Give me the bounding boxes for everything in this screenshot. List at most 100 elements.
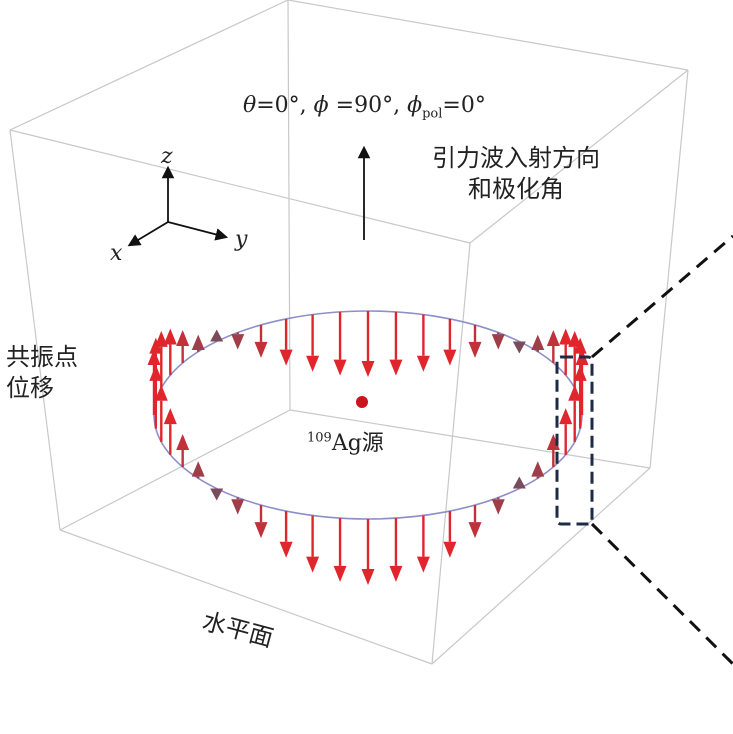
- arrow-head: [468, 522, 482, 539]
- arrow-head: [361, 569, 375, 585]
- arrow-head: [154, 384, 168, 401]
- displacement-arrow: [231, 497, 245, 515]
- arrow-head: [176, 330, 190, 346]
- arrow-head: [568, 384, 582, 401]
- displacement-arrow: [191, 334, 205, 352]
- displacement-arrow: [306, 314, 320, 372]
- arrow-head: [443, 349, 457, 366]
- arrow-head: [546, 434, 560, 450]
- displacement-arrow: [306, 515, 320, 573]
- arrow-head: [468, 341, 482, 358]
- arrow-head: [176, 434, 190, 450]
- displacement-arrow: [361, 519, 375, 585]
- theta-value: =0°,: [256, 93, 314, 118]
- wave-direction-label: 引力波入射方向 和极化角: [432, 143, 600, 205]
- y-axis-line: [167, 221, 229, 241]
- x-axis-line: [127, 221, 169, 247]
- x-axis-label: x: [110, 241, 123, 266]
- cube-edge: [9, 129, 61, 531]
- wave-direction-line-1: 引力波入射方向: [432, 144, 600, 172]
- arrow-head: [306, 556, 320, 573]
- arrow-head: [559, 408, 573, 425]
- displacement-arrow: [531, 461, 545, 479]
- displacement-arrow: [443, 511, 457, 558]
- arrow-head: [210, 329, 224, 342]
- cube-wireframe: [9, 0, 689, 665]
- arrow-head: [389, 359, 403, 376]
- displacement-arrow: [389, 518, 403, 582]
- displacement-arrow: [531, 334, 545, 352]
- arrow-head: [333, 565, 347, 582]
- displacement-arrow: [333, 518, 347, 582]
- displacement-line-2: 位移: [6, 374, 54, 402]
- arrow-head: [491, 499, 505, 515]
- z-axis-label: z: [160, 144, 173, 169]
- y-axis-label: y: [234, 227, 248, 252]
- leader-line-top: [591, 234, 733, 359]
- displacement-arrow: [568, 330, 582, 389]
- displacement-arrow: [573, 337, 587, 402]
- arrow-head: [416, 556, 430, 573]
- phi-value: =90°,: [328, 93, 408, 118]
- pol-subscript: pol: [422, 106, 443, 122]
- arrow-head: [568, 330, 582, 347]
- arrow-head: [491, 334, 505, 350]
- displacement-line-1: 共振点: [6, 343, 78, 371]
- polarization-formula: θ=0°, ϕ =90°, ϕpol=0°: [243, 93, 486, 121]
- cube-edge: [469, 69, 689, 244]
- arrow-head: [333, 359, 347, 376]
- displacement-arrow: [176, 330, 190, 363]
- phi-symbol: ϕ: [313, 93, 329, 118]
- highlight-box: [555, 355, 594, 526]
- arrow-head: [254, 341, 268, 358]
- displacement-arrow: [559, 328, 573, 376]
- displacement-arrow: [389, 311, 403, 376]
- pol-value: =0°: [442, 93, 486, 118]
- displacement-arrow: [210, 488, 224, 501]
- displacement-arrow: [191, 461, 205, 479]
- cube-edge: [289, 409, 651, 469]
- displacement-arrow: [468, 505, 482, 539]
- displacement-arrow: [361, 311, 375, 377]
- displacement-arrow: [575, 349, 589, 415]
- displacement-arrow: [154, 384, 168, 442]
- arrow-head: [512, 476, 526, 489]
- displacement-arrow: [568, 384, 582, 442]
- arrow-head: [163, 328, 177, 345]
- arrow-head: [573, 337, 587, 354]
- arrow-head: [559, 328, 573, 345]
- leader-line-bottom: [590, 522, 733, 666]
- arrow-head: [231, 334, 245, 350]
- displacement-arrow: [512, 341, 526, 354]
- arrow-head: [416, 355, 430, 372]
- arrow-head: [531, 461, 545, 477]
- arrow-head: [210, 488, 224, 501]
- arrow-head: [306, 355, 320, 372]
- cube-edge: [287, 0, 689, 71]
- arrow-head: [163, 408, 177, 425]
- displacement-arrow: [491, 332, 505, 350]
- displacement-arrow: [147, 349, 161, 415]
- displacement-label: 共振点 位移: [6, 342, 78, 404]
- cube-edge: [59, 409, 291, 531]
- displacement-arrow: [443, 318, 457, 366]
- cube-edge: [287, 0, 291, 411]
- displacement-arrow: [210, 329, 224, 342]
- displacement-arrow: [333, 311, 347, 376]
- displacement-arrow: [163, 408, 177, 455]
- arrow-head: [443, 541, 457, 558]
- displacement-arrow: [254, 324, 268, 358]
- displacement-arrow: [416, 515, 430, 573]
- displacement-arrow: [163, 328, 177, 376]
- arrow-head: [546, 330, 560, 346]
- displacement-arrow: [546, 330, 560, 363]
- isotope-superscript: 109: [307, 430, 332, 446]
- theta-symbol: θ: [243, 93, 257, 118]
- arrow-head: [279, 541, 293, 558]
- arrow-head: [231, 499, 245, 515]
- displacement-arrow: [279, 318, 293, 366]
- arrow-head: [531, 334, 545, 351]
- cube-edge: [431, 242, 471, 665]
- source-dot: [356, 396, 368, 408]
- source-label: 109Ag源: [307, 425, 384, 457]
